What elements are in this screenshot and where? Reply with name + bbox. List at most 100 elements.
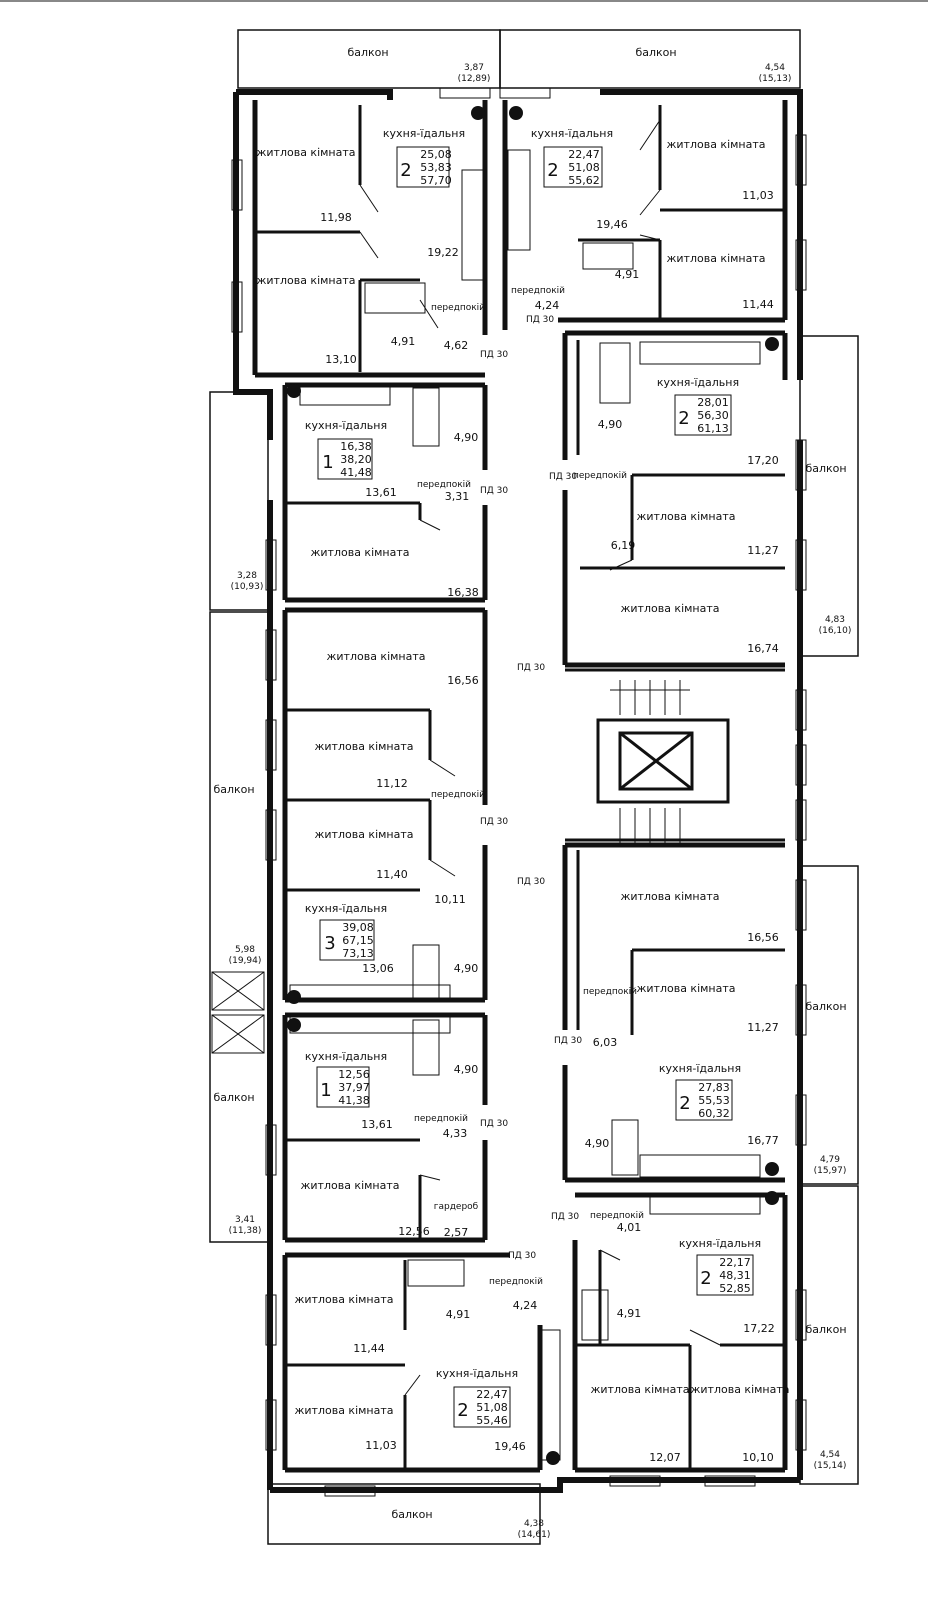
apartment-1-area-a: 25,08: [420, 148, 452, 161]
room-label: кухня-їдальня: [305, 1050, 387, 1063]
apartment-4-area-b: 56,30: [697, 409, 729, 422]
room-area: 4,90: [585, 1137, 610, 1150]
apartment-4-summary: 2 28,01 56,30 61,13: [674, 394, 732, 436]
room-label: житлова кімната: [310, 546, 409, 559]
balcony-4-area: 4,83: [825, 615, 845, 625]
room-label: житлова кімната: [636, 982, 735, 995]
balcony-2-area: 4,54: [765, 63, 785, 73]
room-label: житлова кімната: [590, 1383, 689, 1396]
apartment-7-area-a: 27,83: [698, 1081, 730, 1094]
room-label: житлова кімната: [620, 890, 719, 903]
apartment-5-area-b: 67,15: [342, 934, 374, 947]
apartment-8-rooms: 2: [700, 1268, 711, 1289]
balcony-6-area: 3,41: [235, 1215, 255, 1225]
room-area: 6,19: [611, 539, 636, 552]
room-area: 4,24: [513, 1299, 538, 1312]
room-area: 4,24: [535, 299, 560, 312]
room-area: 19,46: [596, 218, 628, 231]
apartment-1-summary: 2 25,08 53,83 57,70: [396, 146, 452, 188]
apartment-4-area-c: 61,13: [697, 422, 729, 435]
room-area: 2,57: [444, 1226, 469, 1239]
apartment-6-area-b: 37,97: [338, 1081, 370, 1094]
balcony-2-total: (15,13): [759, 74, 792, 84]
apartment-2-area-a: 22,47: [568, 148, 600, 161]
room-label: житлова кімната: [256, 146, 355, 159]
balcony-8-total: (15,14): [814, 1461, 847, 1471]
room-label: кухня-їдальня: [657, 376, 739, 389]
room-area: 12,56: [398, 1225, 430, 1238]
balcony-labels: балкон 3,87 (12,89) балкон 4,54 (15,13) …: [213, 46, 851, 1540]
balcony-7-name: балкон: [805, 1000, 846, 1013]
room-label: житлова кімната: [666, 252, 765, 265]
room-label: гардероб: [434, 1202, 479, 1212]
room-label: житлова кімната: [620, 602, 719, 615]
apartment-2-rooms: 2: [547, 160, 558, 181]
apartment-3-area-a: 16,38: [340, 440, 372, 453]
room-area: 4,01: [617, 1221, 642, 1234]
room-area: 3,31: [445, 490, 470, 503]
room-labels: житлова кімната житлова кімната кухня-їд…: [256, 127, 789, 1417]
fire-door-label: ПД 30: [517, 663, 545, 673]
room-label: житлова кімната: [294, 1404, 393, 1417]
room-area: 13,10: [325, 353, 357, 366]
apartment-2-summary: 2 22,47 51,08 55,62: [543, 146, 603, 188]
apartment-6-area-c: 41,38: [338, 1094, 370, 1107]
apartment-3-area-c: 41,48: [340, 466, 372, 479]
apartment-4-rooms: 2: [678, 408, 689, 429]
apartment-9-area-a: 22,47: [476, 1388, 508, 1401]
room-area: 4,90: [598, 418, 623, 431]
fire-door-labels: ПД 30 ПД 30 ПД 30 ПД 30 ПД 30 ПД 30 ПД 3…: [480, 315, 582, 1261]
room-area: 6,03: [593, 1036, 618, 1049]
room-area: 11,44: [353, 1342, 385, 1355]
fire-door-label: ПД 30: [551, 1212, 579, 1222]
room-area: 4,90: [454, 962, 479, 975]
apartment-9-rooms: 2: [457, 1400, 468, 1421]
apartment-9-area-c: 55,46: [476, 1414, 508, 1427]
room-label: кухня-їдальня: [383, 127, 465, 140]
apartment-3-summary: 1 16,38 38,20 41,48: [317, 438, 373, 480]
room-area: 19,46: [494, 1440, 526, 1453]
room-label: житлова кімната: [690, 1383, 789, 1396]
room-area: 13,61: [361, 1118, 393, 1131]
room-area: 4,33: [443, 1127, 468, 1140]
fire-door-label: ПД 30: [480, 1119, 508, 1129]
room-area: 11,44: [742, 298, 774, 311]
apartment-2-area-c: 55,62: [568, 174, 600, 187]
room-label: житлова кімната: [326, 650, 425, 663]
fire-door-label: ПД 30: [480, 350, 508, 360]
room-area: 17,22: [743, 1322, 775, 1335]
balcony-8-name: балкон: [805, 1323, 846, 1336]
room-area: 11,98: [320, 211, 352, 224]
apartment-6-area-a: 12,56: [338, 1068, 370, 1081]
room-label: передпокій: [431, 303, 485, 313]
room-area: 4,62: [444, 339, 469, 352]
room-area: 4,91: [617, 1307, 642, 1320]
apartment-summaries: 2 25,08 53,83 57,70 2 22,47 51,08 55,62 …: [316, 146, 754, 1428]
room-area: 13,61: [365, 486, 397, 499]
apartment-7-area-c: 60,32: [698, 1107, 730, 1120]
room-label: передпокій: [583, 987, 637, 997]
balcony-8-area: 4,54: [820, 1450, 840, 1460]
room-label: кухня-їдальня: [659, 1062, 741, 1075]
apartment-3-rooms: 1: [322, 452, 333, 473]
balcony-5-name: балкон: [213, 783, 254, 796]
room-area: 11,03: [365, 1439, 397, 1452]
apartment-6-summary: 1 12,56 37,97 41,38: [316, 1066, 370, 1108]
room-area: 11,40: [376, 868, 408, 881]
balcony-9-total: (14,61): [518, 1530, 551, 1540]
room-label: житлова кімната: [314, 740, 413, 753]
room-label: кухня-їдальня: [679, 1237, 761, 1250]
room-area: 11,03: [742, 189, 774, 202]
room-area: 11,27: [747, 544, 779, 557]
apartment-9-area-b: 51,08: [476, 1401, 508, 1414]
room-label: передпокій: [414, 1114, 468, 1124]
room-area: 19,22: [427, 246, 459, 259]
room-label: передпокій: [431, 790, 485, 800]
room-area: 11,12: [376, 777, 408, 790]
apartment-1-rooms: 2: [400, 160, 411, 181]
balcony-3-total: (10,93): [231, 582, 264, 592]
balcony-6-name: балкон: [213, 1091, 254, 1104]
walls: [0, 0, 928, 1545]
room-area: 4,90: [454, 1063, 479, 1076]
